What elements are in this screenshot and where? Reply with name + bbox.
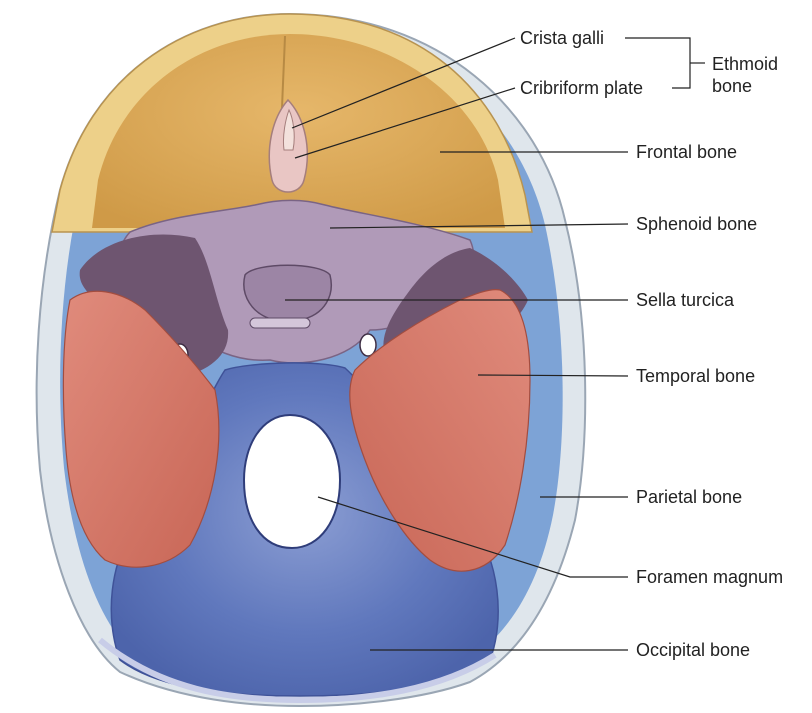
label-parietal-bone: Parietal bone — [636, 487, 742, 507]
label-sella-turcica: Sella turcica — [636, 290, 734, 310]
label-occipital-bone: Occipital bone — [636, 640, 750, 660]
label-cribriform-plate: Cribriform plate — [520, 78, 643, 98]
label-frontal-bone: Frontal bone — [636, 142, 737, 162]
foramen-magnum — [244, 415, 340, 548]
label-crista-galli: Crista galli — [520, 28, 604, 48]
label-sphenoid-bone: Sphenoid bone — [636, 214, 757, 234]
label-ethmoid-bone: Ethmoid bone — [712, 53, 802, 97]
label-temporal-bone: Temporal bone — [636, 366, 755, 386]
sella-turcica-region — [244, 265, 331, 320]
label-ethmoid-line1: Ethmoid — [712, 53, 802, 75]
label-foramen-magnum: Foramen magnum — [636, 567, 783, 587]
dorsum-sellae — [250, 318, 310, 328]
label-ethmoid-line2: bone — [712, 75, 802, 97]
